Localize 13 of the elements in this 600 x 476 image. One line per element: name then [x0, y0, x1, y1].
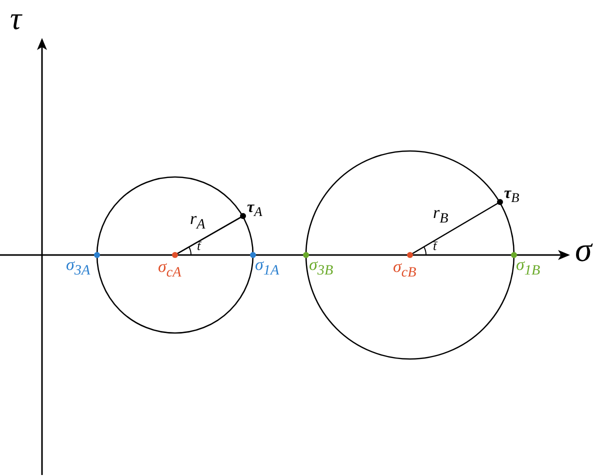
point-label: τ$_{A}$	[247, 200, 262, 219]
radius-label: r$_{B}$	[433, 204, 448, 226]
point-label: σ$_{1B}$	[516, 256, 540, 278]
point-label: σ$_{3B}$	[309, 256, 334, 278]
point-label: σ$_{cA}$	[158, 258, 182, 280]
axis-label: σ	[575, 234, 592, 268]
point-label: σ$_{1A}$	[255, 256, 280, 278]
point-label: σ$_{3A}$	[66, 256, 90, 278]
axis-label: τ	[10, 2, 22, 34]
point-label: σ$_{cB}$	[393, 258, 416, 280]
point-label: τ$_{B}$	[504, 186, 520, 205]
radius-label: r$_{A}$	[190, 210, 206, 232]
angle-label: t̄	[433, 239, 437, 252]
